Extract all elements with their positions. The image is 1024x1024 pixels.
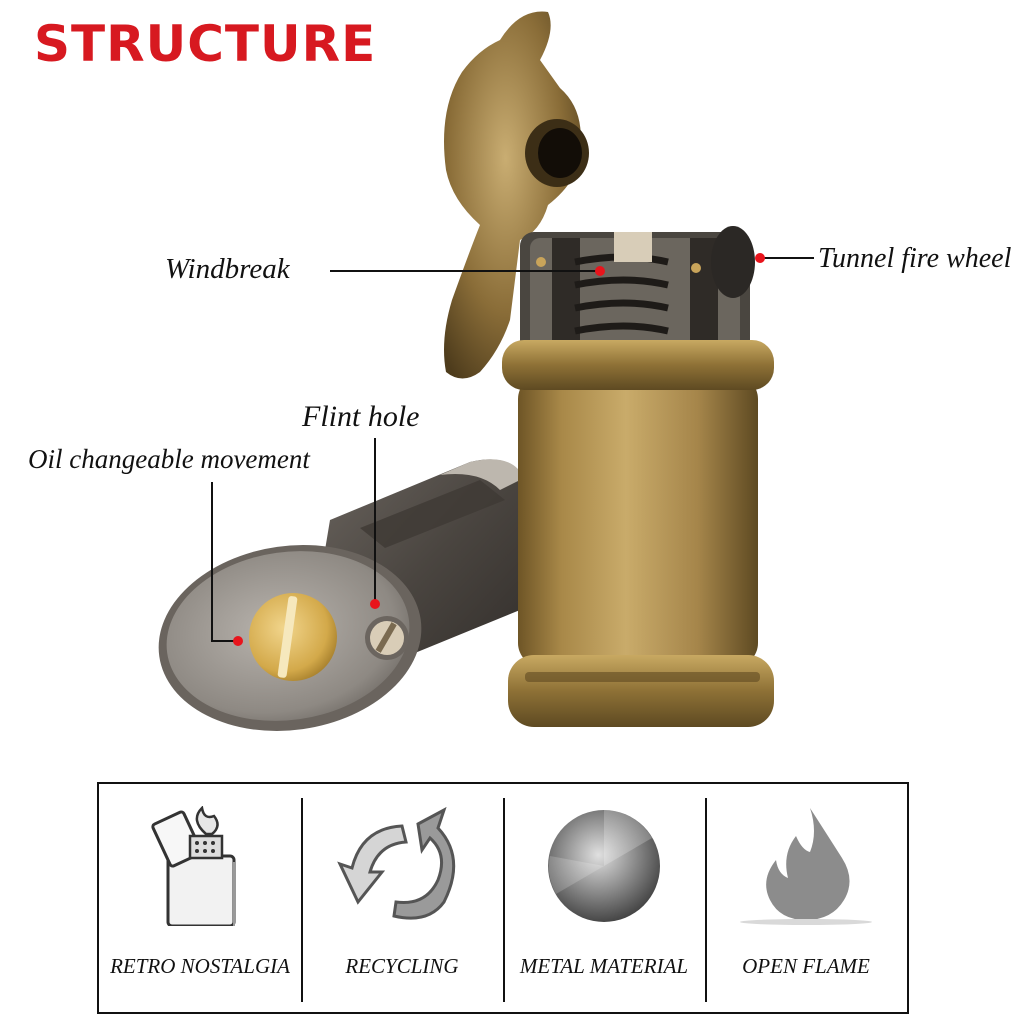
- tunnel-fire-wheel-leader: [755, 253, 814, 263]
- feature-label: RETRO NOSTALGIA: [110, 954, 290, 978]
- feature-open-flame: OPEN FLAME: [705, 784, 907, 1012]
- oil-movement-leader: [211, 482, 243, 646]
- feature-metal-material: METAL MATERIAL: [503, 784, 705, 1012]
- recycle-arrows-icon: [337, 806, 456, 920]
- feature-recycling: RECYCLING: [301, 784, 503, 1012]
- flint-hole-leader: [370, 438, 380, 609]
- tunnel-fire-wheel-label: Tunnel fire wheel: [818, 243, 1012, 274]
- feature-label: RECYCLING: [345, 954, 459, 978]
- windbreak-label: Windbreak: [165, 253, 290, 285]
- flint-hole-label: Flint hole: [302, 400, 420, 433]
- metal-disc-icon: [548, 810, 660, 922]
- feature-label: METAL MATERIAL: [519, 954, 689, 978]
- oil-movement-label: Oil changeable movement: [28, 444, 310, 474]
- feature-retro-nostalgia: RETRO NOSTALGIA: [99, 784, 301, 1012]
- feature-label: OPEN FLAME: [742, 954, 870, 978]
- windbreak-leader: [330, 266, 605, 276]
- flame-icon: [740, 808, 872, 925]
- lighter-product-image: [158, 11, 814, 731]
- feature-panel: RETRO NOSTALGIA RECYCLING METAL MATERIAL: [97, 782, 909, 1014]
- page-title: STRUCTURE: [34, 15, 377, 73]
- lighter-icon: [151, 806, 236, 926]
